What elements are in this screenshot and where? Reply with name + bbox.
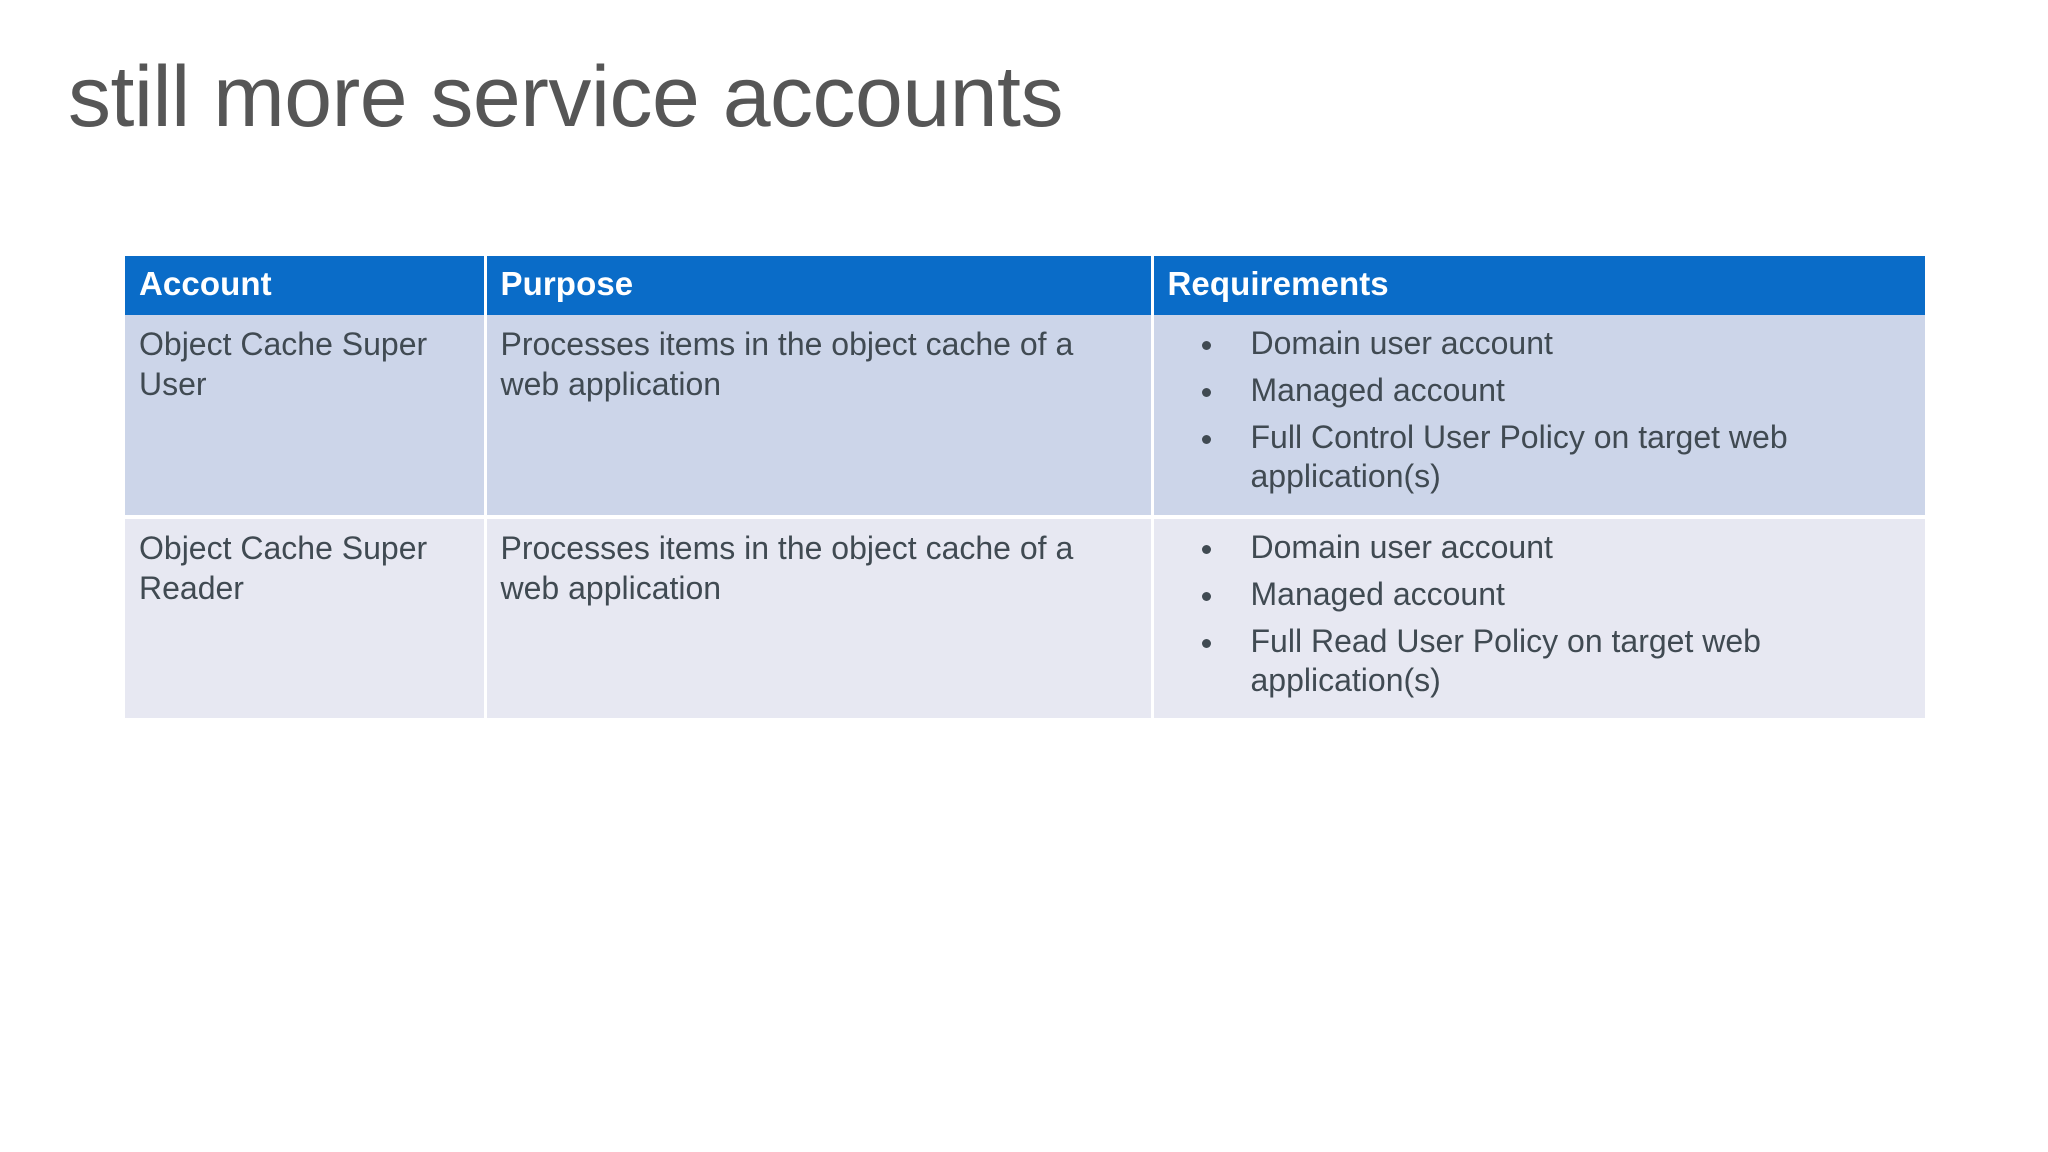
list-item: Managed account <box>1198 575 1910 614</box>
cell-requirements: Domain user account Managed account Full… <box>1152 315 1925 519</box>
column-header-purpose: Purpose <box>485 256 1154 315</box>
list-item: Full Control User Policy on target web a… <box>1198 418 1910 496</box>
requirements-list: Domain user account Managed account Full… <box>1198 528 1910 700</box>
cell-account: Object Cache Super Reader <box>125 517 487 718</box>
table-row: Object Cache Super User Processes items … <box>125 315 1925 519</box>
cell-purpose: Processes items in the object cache of a… <box>485 517 1154 718</box>
table-body: Object Cache Super User Processes items … <box>125 315 1925 718</box>
cell-purpose: Processes items in the object cache of a… <box>485 315 1154 519</box>
cell-requirements: Domain user account Managed account Full… <box>1152 517 1925 718</box>
column-header-account: Account <box>125 256 487 315</box>
table-header: Account Purpose Requirements <box>125 256 1925 315</box>
requirements-list: Domain user account Managed account Full… <box>1198 324 1910 496</box>
column-header-requirements: Requirements <box>1152 256 1925 315</box>
list-item: Domain user account <box>1198 528 1910 567</box>
page-title: still more service accounts <box>68 49 1063 145</box>
list-item: Managed account <box>1198 371 1910 410</box>
table-row: Object Cache Super Reader Processes item… <box>125 517 1925 718</box>
service-accounts-table: Account Purpose Requirements Object Cach… <box>125 256 1925 718</box>
cell-account: Object Cache Super User <box>125 315 487 519</box>
list-item: Full Read User Policy on target web appl… <box>1198 622 1910 700</box>
table: Account Purpose Requirements Object Cach… <box>125 256 1925 718</box>
list-item: Domain user account <box>1198 324 1910 363</box>
table-header-row: Account Purpose Requirements <box>125 256 1925 315</box>
